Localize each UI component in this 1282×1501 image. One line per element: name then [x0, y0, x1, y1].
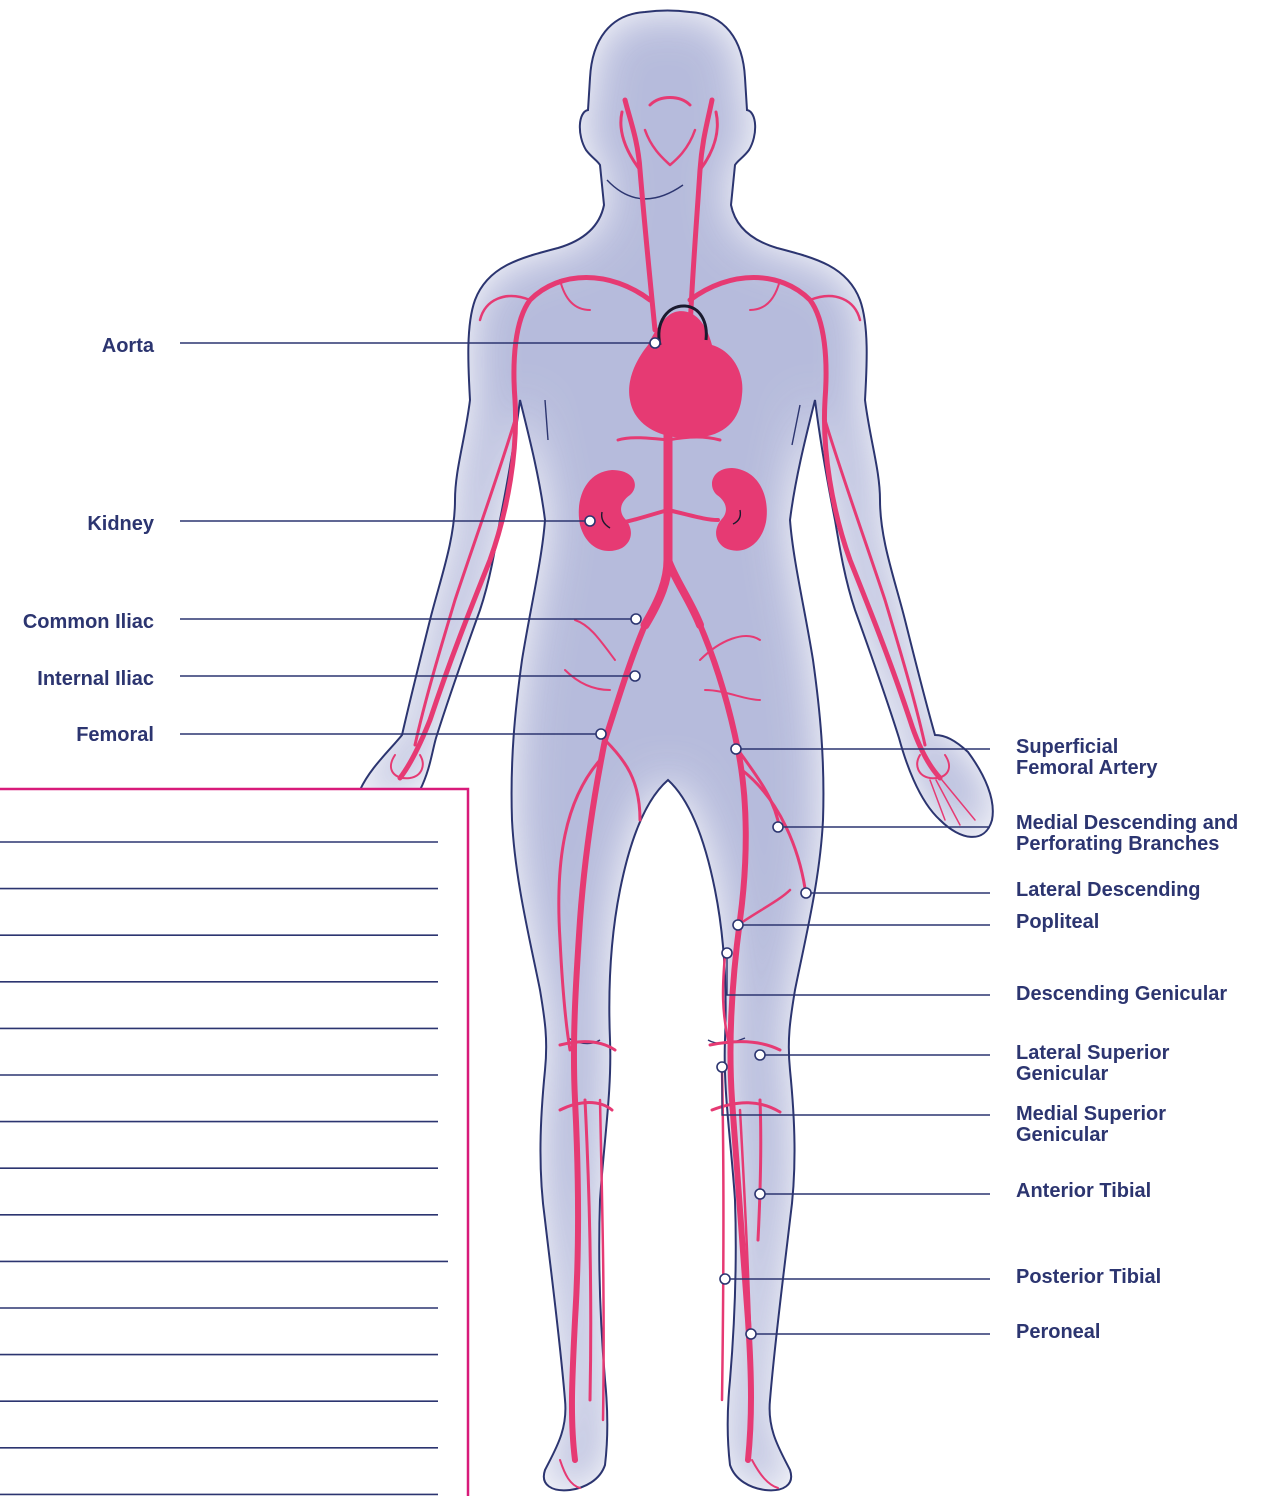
marker-point	[746, 1329, 756, 1339]
label-peroneal: Peroneal	[1016, 1321, 1100, 1343]
marker-point	[733, 920, 743, 930]
marker-point	[720, 1274, 730, 1284]
label-group-lateral-descending: Lateral Descending	[801, 879, 1201, 901]
label-femoral: Femoral	[76, 724, 154, 746]
label-medial-superior-genicular-line-2: Genicular	[1016, 1124, 1108, 1146]
marker-point	[585, 516, 595, 526]
marker-point	[717, 1062, 727, 1072]
label-popliteal: Popliteal	[1016, 911, 1099, 933]
marker-point	[596, 729, 606, 739]
label-superficial-femoral-artery-line-2: Femoral Artery	[1016, 757, 1158, 779]
label-descending-genicular: Descending Genicular	[1016, 983, 1227, 1005]
notes-box	[0, 789, 468, 1496]
marker-point	[755, 1050, 765, 1060]
label-posterior-tibial: Posterior Tibial	[1016, 1266, 1161, 1288]
label-medial-superior-genicular-line-1: Medial Superior	[1016, 1103, 1166, 1125]
label-common-iliac: Common Iliac	[23, 611, 154, 633]
label-medial-descending-perforating-line-1: Medial Descending and	[1016, 812, 1238, 834]
label-group-peroneal: Peroneal	[746, 1321, 1100, 1343]
marker-point	[630, 671, 640, 681]
label-group-anterior-tibial: Anterior Tibial	[755, 1180, 1151, 1202]
marker-point	[755, 1189, 765, 1199]
artery-vessel	[722, 1070, 724, 1400]
marker-point	[731, 744, 741, 754]
label-group-kidney: Kidney	[87, 513, 595, 535]
marker-point	[801, 888, 811, 898]
marker-point	[773, 822, 783, 832]
label-superficial-femoral-artery-line-1: Superficial	[1016, 736, 1118, 758]
notes-panel	[0, 789, 468, 1496]
marker-point	[650, 338, 660, 348]
label-lateral-superior-genicular-line-2: Genicular	[1016, 1063, 1108, 1085]
marker-point	[722, 948, 732, 958]
label-medial-descending-perforating-line-2: Perforating Branches	[1016, 833, 1219, 855]
marker-point	[631, 614, 641, 624]
label-kidney: Kidney	[87, 513, 155, 535]
label-anterior-tibial: Anterior Tibial	[1016, 1180, 1151, 1202]
label-lateral-superior-genicular-line-1: Lateral Superior	[1016, 1042, 1170, 1064]
label-group-posterior-tibial: Posterior Tibial	[720, 1266, 1161, 1288]
label-aorta: Aorta	[102, 335, 155, 357]
label-internal-iliac: Internal Iliac	[37, 668, 154, 690]
label-lateral-descending: Lateral Descending	[1016, 879, 1201, 901]
